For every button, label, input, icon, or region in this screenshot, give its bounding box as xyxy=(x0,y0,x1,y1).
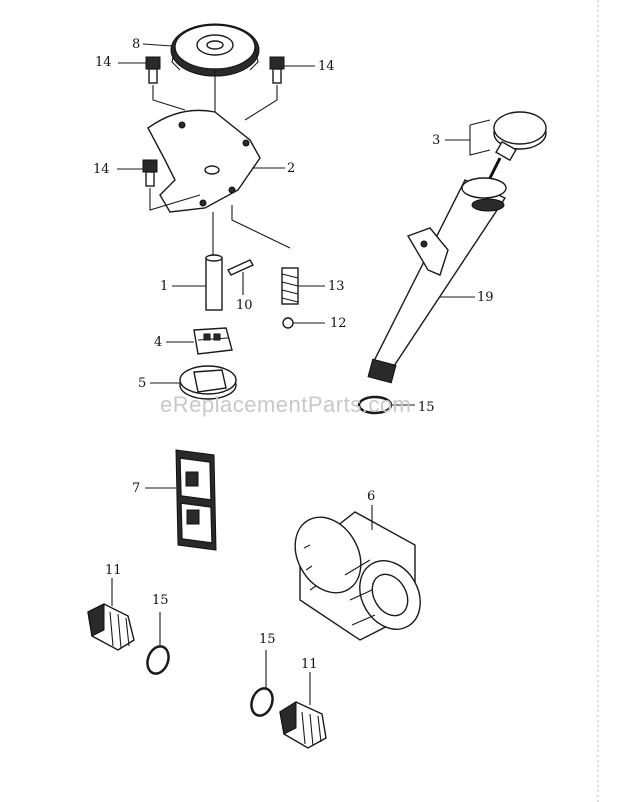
part-19-dipstick-tube xyxy=(367,177,507,384)
callout-14-top-right: 14 xyxy=(318,59,335,74)
callout-14-left: 14 xyxy=(93,162,110,177)
callout-2: 2 xyxy=(287,161,295,176)
callout-4: 4 xyxy=(154,335,162,350)
part-14-bolt-side xyxy=(142,159,158,187)
callout-15-left: 15 xyxy=(152,593,169,608)
callout-19: 19 xyxy=(477,290,494,305)
callout-7: 7 xyxy=(132,481,140,496)
part-5-outer-rotor xyxy=(179,365,237,400)
part-13-spring xyxy=(281,267,299,305)
callout-11-right: 11 xyxy=(301,657,318,672)
callout-5: 5 xyxy=(138,376,146,391)
part-10-pin xyxy=(226,259,255,276)
part-6-oil-filter xyxy=(294,511,421,641)
part-11-drain-plug-left xyxy=(87,603,135,651)
callout-6: 6 xyxy=(367,489,375,504)
part-15-o-ring-left xyxy=(146,645,170,675)
part-1-pump-shaft xyxy=(205,254,223,311)
callout-11-left: 11 xyxy=(105,563,122,578)
part-11-drain-plug-right xyxy=(279,701,327,749)
callout-8: 8 xyxy=(132,37,140,52)
part-15-o-ring-bottom xyxy=(250,687,274,717)
part-4-inner-rotor xyxy=(193,327,233,355)
part-2-pump-cover-plate xyxy=(147,109,261,213)
callout-1: 1 xyxy=(160,279,168,294)
part-14-bolt-right xyxy=(269,56,285,84)
callout-15-tube: 15 xyxy=(418,400,435,415)
part-12-ball xyxy=(282,317,294,329)
callout-12: 12 xyxy=(330,316,347,331)
callout-13: 13 xyxy=(328,279,345,294)
part-8-oil-pump-gear xyxy=(170,23,260,77)
callout-15-bottom: 15 xyxy=(259,632,276,647)
part-3-dipstick-cap xyxy=(486,111,547,183)
callout-14-top-left: 14 xyxy=(95,55,112,70)
callout-3: 3 xyxy=(432,133,440,148)
watermark: eReplacementParts.com xyxy=(160,392,411,417)
callout-10: 10 xyxy=(236,298,253,313)
part-14-bolt-left xyxy=(145,56,161,84)
part-7-oil-screen xyxy=(175,449,217,551)
